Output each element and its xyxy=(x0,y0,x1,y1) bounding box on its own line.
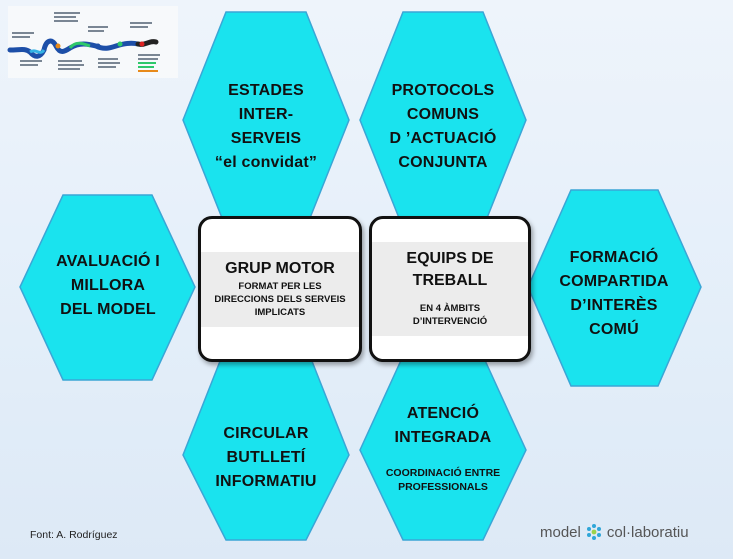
formacio-line-4: COMÚ xyxy=(589,321,639,338)
hexagon-avaluacio-text: AVALUACIÓ I MILLORA DEL MODEL xyxy=(38,245,178,327)
logo-text-right: col·laboratiu xyxy=(606,523,689,541)
grup-motor-band: GRUP MOTOR FORMAT PER LES DIRECCIONS DEL… xyxy=(201,251,359,327)
hexagon-atencio-text: ATENCIÓ INTEGRADA COORDINACIÓ ENTRE PROF… xyxy=(378,388,508,508)
avaluacio-line-2: MILLORA xyxy=(70,277,146,294)
roadmap-thumbnail xyxy=(7,6,178,78)
grup-motor-sub-line-2: DIRECCIONS DELS SERVEIS xyxy=(214,293,346,305)
equips-title-line-2: TREBALL xyxy=(412,272,488,289)
atencio-title-line-2: INTEGRADA xyxy=(394,429,492,446)
equips-sub-line-2: D’INTERVENCIÓ xyxy=(412,316,488,327)
atencio-title-line-1: ATENCIÓ xyxy=(406,405,480,422)
protocols-line-3: D ’ACTUACIÓ xyxy=(389,130,497,147)
hexagon-avaluacio xyxy=(19,194,196,381)
equips-band: EQUIPS DE TREBALL EN 4 ÀMBITS D’INTERVEN… xyxy=(372,242,528,336)
atencio-sub-line-2: PROFESSIONALS xyxy=(398,481,488,493)
hexagon-circular-text: CIRCULAR BUTLLETÍ INFORMATIU xyxy=(203,418,329,498)
estades-line-3: SERVEIS xyxy=(230,130,302,147)
hexagon-estades-text: ESTADES INTER- SERVEIS “el convidat” xyxy=(203,72,329,182)
grup-motor-sub-line-1: FORMAT PER LES xyxy=(238,280,322,292)
protocols-line-2: COMUNS xyxy=(406,106,480,123)
avaluacio-line-3: DEL MODEL xyxy=(60,301,156,318)
logo-text-left: model xyxy=(540,523,581,541)
estades-line-2: INTER- xyxy=(238,106,294,123)
formacio-line-2: COMPARTIDA xyxy=(559,273,669,290)
equips-box: EQUIPS DE TREBALL EN 4 ÀMBITS D’INTERVEN… xyxy=(369,216,531,362)
circular-line-2: BUTLLETÍ xyxy=(226,449,306,466)
grup-motor-sub-line-3: IMPLICATS xyxy=(254,306,306,318)
circular-line-3: INFORMATIU xyxy=(215,473,317,490)
hexagon-formacio xyxy=(527,189,702,387)
hexagon-formacio-text: FORMACIÓ COMPARTIDA D’INTERÈS COMÚ xyxy=(544,240,684,348)
formacio-line-3: D’INTERÈS xyxy=(570,297,658,314)
protocols-line-1: PROTOCOLS xyxy=(391,82,495,99)
estades-line-4: “el convidat” xyxy=(214,154,318,171)
protocols-line-4: CONJUNTA xyxy=(398,154,488,171)
atencio-sub-line-1: COORDINACIÓ ENTRE xyxy=(385,467,501,479)
logo: model col·laboratiu xyxy=(540,522,689,542)
grup-motor-title: GRUP MOTOR xyxy=(225,259,335,277)
circular-line-1: CIRCULAR xyxy=(223,425,309,442)
source-credit: Font: A. Rodríguez xyxy=(30,529,118,541)
estades-line-1: ESTADES xyxy=(228,82,304,99)
formacio-line-1: FORMACIÓ xyxy=(569,249,659,266)
grup-motor-box: GRUP MOTOR FORMAT PER LES DIRECCIONS DEL… xyxy=(198,216,362,362)
logo-mark-icon xyxy=(586,524,601,540)
avaluacio-line-1: AVALUACIÓ I xyxy=(56,253,160,270)
hexagon-protocols-text: PROTOCOLS COMUNS D ’ACTUACIÓ CONJUNTA xyxy=(378,72,508,182)
equips-title-line-1: EQUIPS DE xyxy=(406,250,494,267)
equips-sub-line-1: EN 4 ÀMBITS xyxy=(419,303,481,314)
